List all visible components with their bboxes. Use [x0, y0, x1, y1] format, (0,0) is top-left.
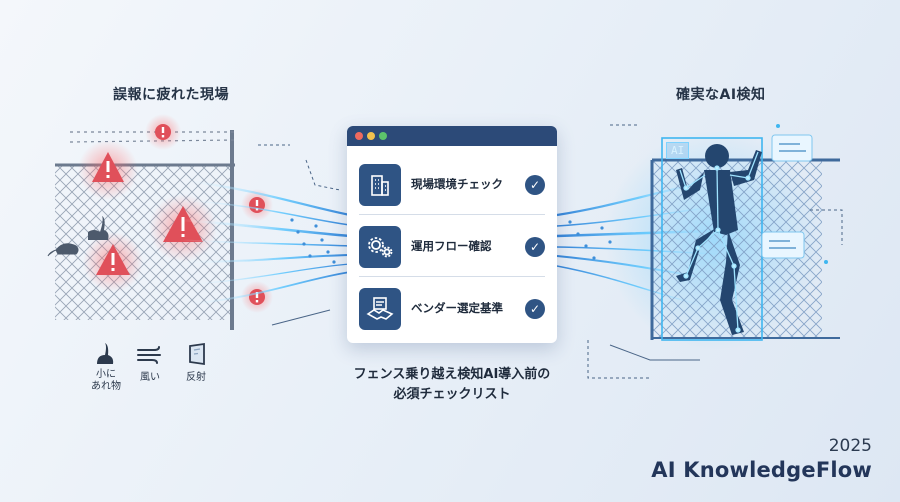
checklist-item-label: 現場環境チェック: [411, 177, 503, 191]
noise-label-wind: 風い: [140, 372, 160, 383]
checkmark-icon: ✓: [525, 175, 545, 195]
rat-silhouette-icon: [47, 243, 79, 257]
checklist-item-label: 運用フロー確認: [411, 239, 492, 253]
noise-label-reflection: 反射: [186, 372, 206, 383]
footer-year: 2025: [828, 436, 872, 456]
wind-icon: [136, 344, 164, 366]
reflection-icon: [186, 342, 208, 366]
left-heading: 誤報に疲れた現場: [113, 87, 229, 103]
alert-badge-icon: [155, 124, 171, 140]
alert-warning-icon: [92, 152, 124, 182]
checklist-caption: フェンス乗り越え検知AI導入前の 必須チェックリスト: [327, 365, 577, 405]
noise-label-animals: 小にあれ物: [91, 369, 121, 392]
rabbit-icon: [92, 342, 118, 366]
window-title-bar: [347, 126, 557, 146]
divider: [359, 214, 545, 215]
ai-tag: AI: [666, 142, 690, 159]
caption-line-1: フェンス乗り越え検知AI導入前の: [353, 367, 551, 382]
alert-warning-icon: [96, 244, 130, 275]
window-maximize-dot: [379, 132, 387, 140]
checklist-item-label: ベンダー選定基準: [411, 301, 503, 315]
checklist-card: 現場環境チェック ✓ 運用フロー確認 ✓ ベンダー選定基準 ✓: [347, 126, 557, 343]
detection-info-card-icon: [771, 134, 813, 162]
checkmark-icon: ✓: [525, 237, 545, 257]
detection-info-card-icon: [761, 231, 805, 259]
divider: [359, 276, 545, 277]
checklist-item-site: 現場環境チェック ✓: [359, 160, 545, 210]
caption-line-2: 必須チェックリスト: [393, 387, 511, 402]
brand-name: AI KnowledgeFlow: [651, 458, 872, 482]
building-icon: [359, 164, 401, 206]
window-minimize-dot: [367, 132, 375, 140]
gears-icon: [359, 226, 401, 268]
window-close-dot: [355, 132, 363, 140]
checkmark-icon: ✓: [525, 299, 545, 319]
alert-warning-icon: [163, 206, 203, 242]
alert-badge-icon: [249, 197, 265, 213]
intruder-silhouette: [676, 144, 762, 335]
checklist-item-flow: 運用フロー確認 ✓: [359, 222, 545, 272]
handshake-document-icon: [359, 288, 401, 330]
right-heading: 確実なAI検知: [676, 87, 766, 103]
right-fence: [650, 158, 840, 340]
rabbit-silhouette-icon: [88, 216, 109, 240]
checklist-item-vendor: ベンダー選定基準 ✓: [359, 284, 545, 334]
